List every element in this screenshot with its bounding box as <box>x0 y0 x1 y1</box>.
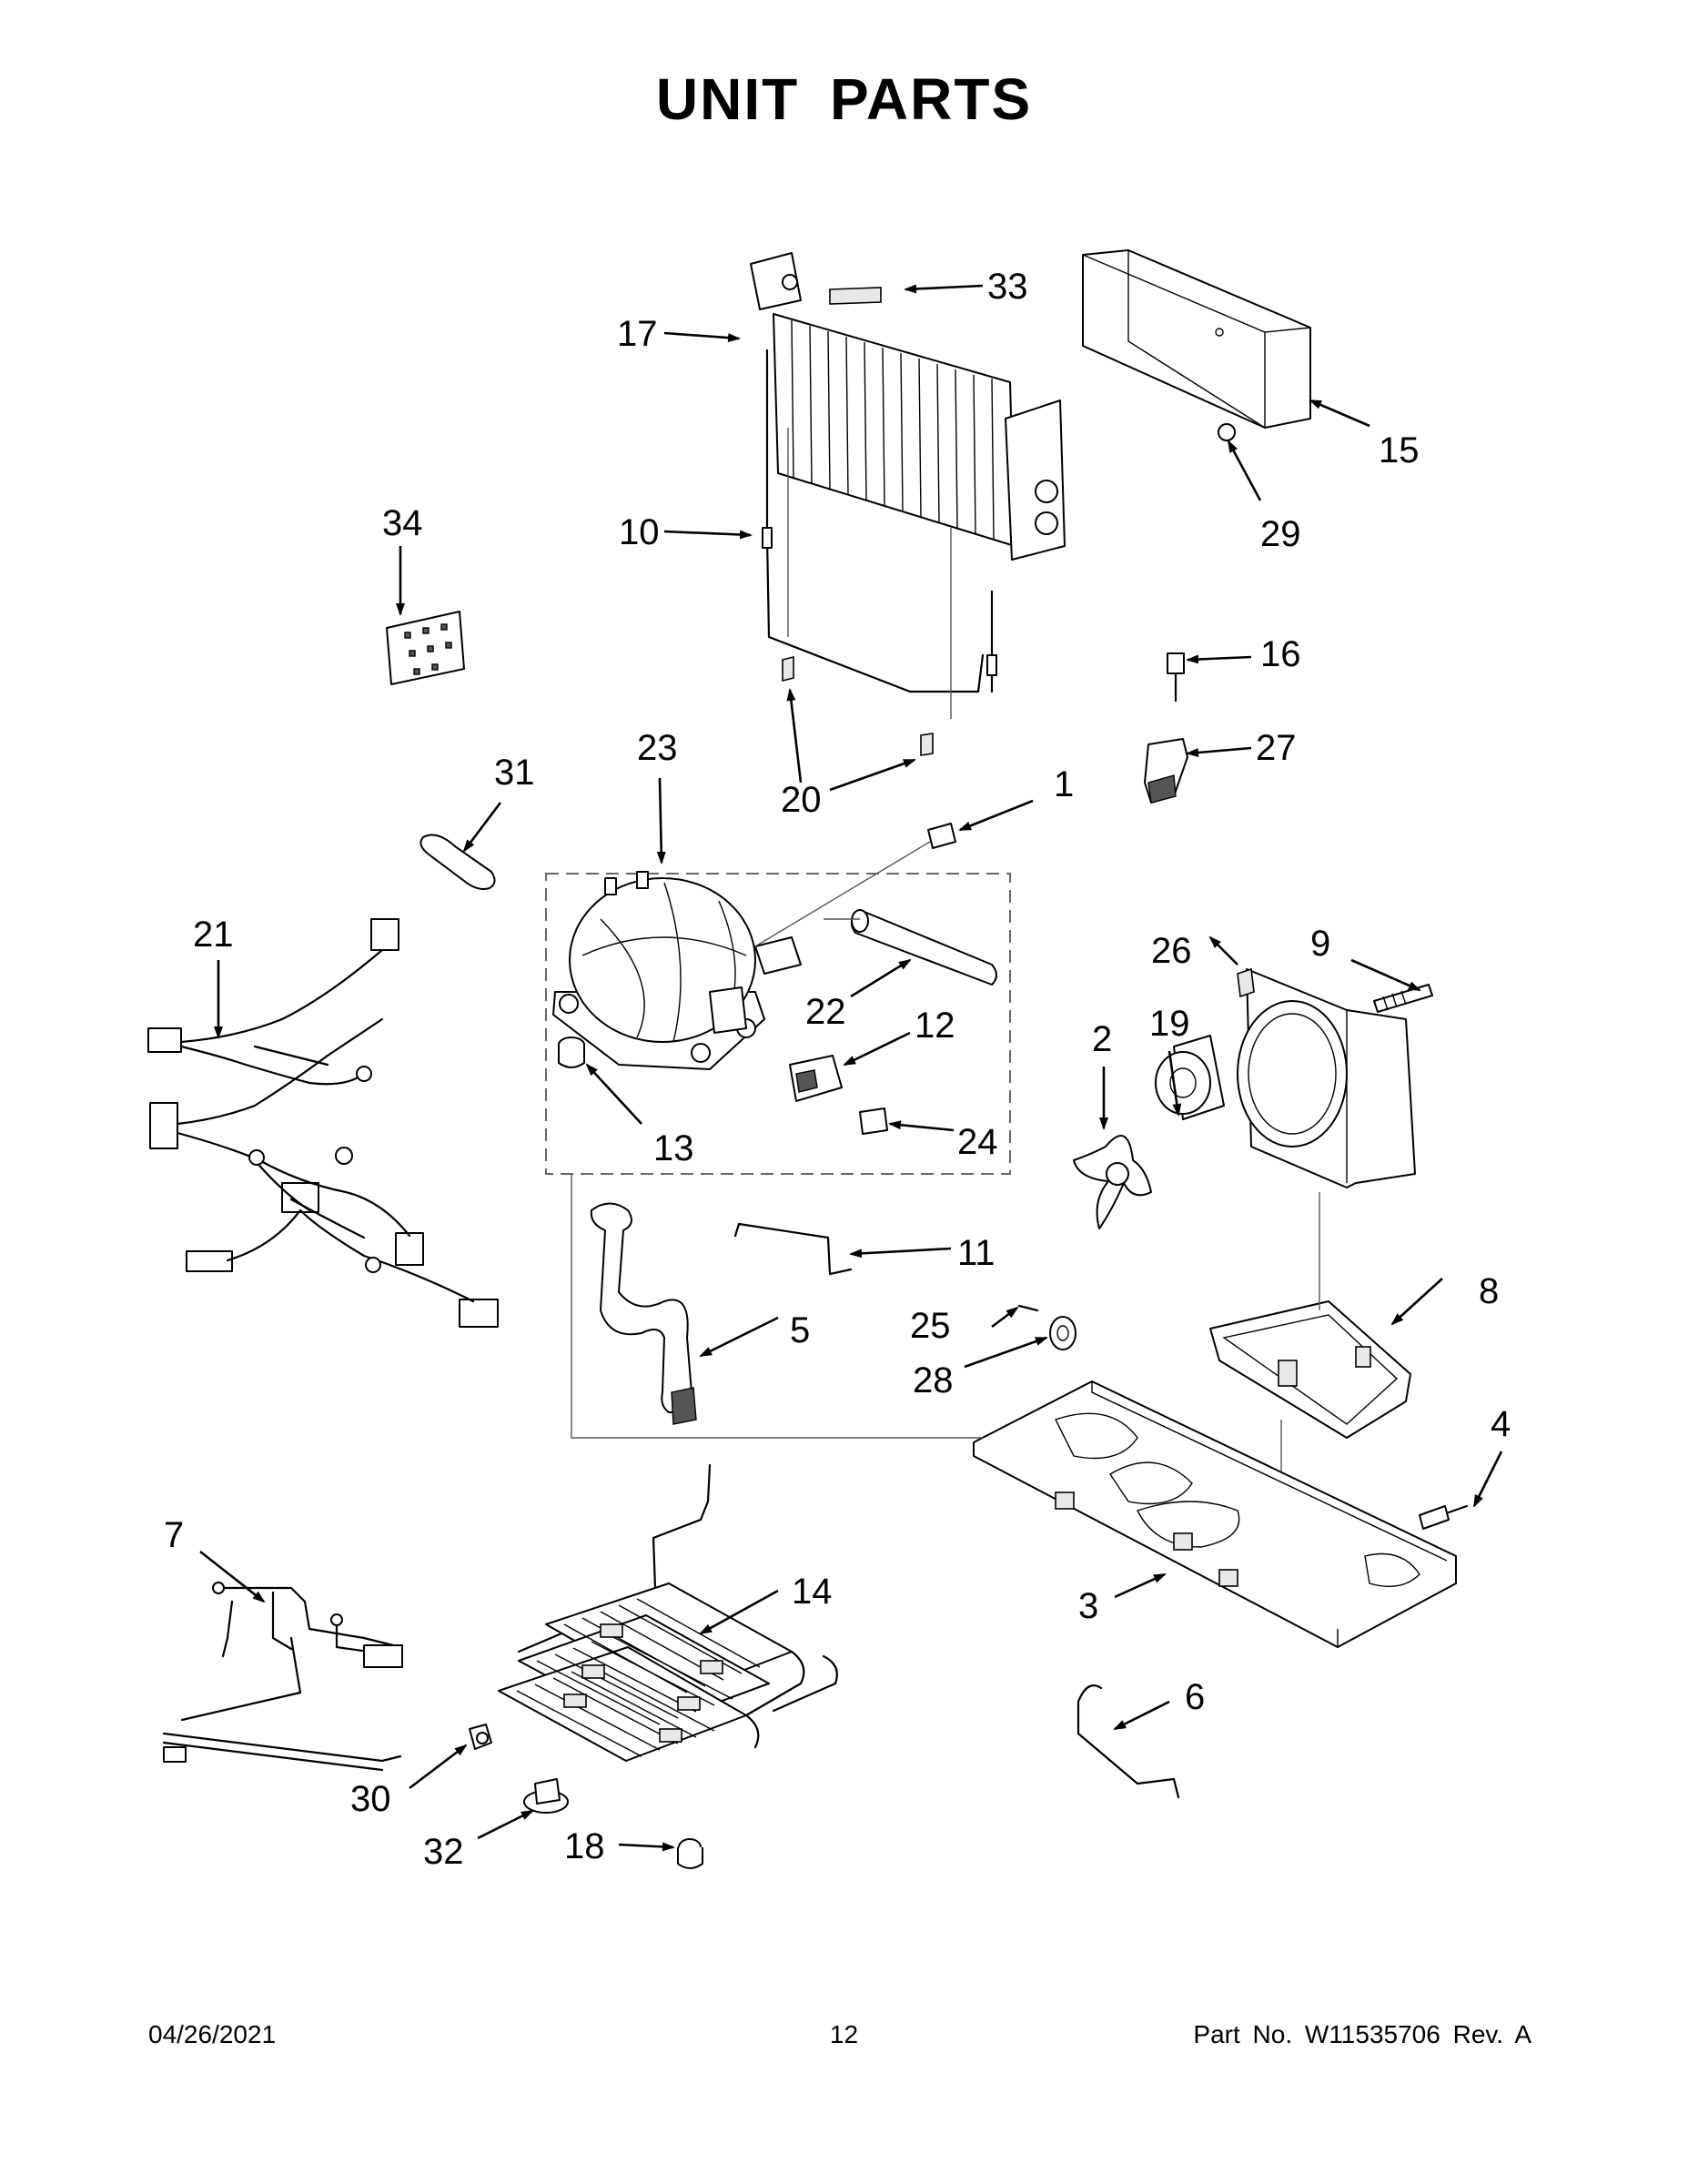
callout-15: 15 <box>1379 430 1420 470</box>
part-25-pin <box>1017 1304 1039 1312</box>
callout-30: 30 <box>350 1779 391 1819</box>
callout-29: 29 <box>1260 514 1301 554</box>
callout-8: 8 <box>1479 1271 1499 1311</box>
part-31-strap <box>419 834 496 890</box>
callout-18: 18 <box>564 1826 605 1866</box>
callout-22: 22 <box>805 992 846 1032</box>
part-13-grommet <box>558 1036 585 1068</box>
part-12-relay <box>789 1055 843 1102</box>
part-2-fan-blade <box>1073 1135 1152 1229</box>
part-30-clip <box>469 1724 492 1750</box>
callout-27: 27 <box>1256 728 1297 768</box>
callout-4: 4 <box>1491 1404 1511 1444</box>
part-24-overload <box>859 1107 888 1135</box>
part-23-compressor <box>552 871 802 1070</box>
callout-3: 3 <box>1078 1586 1098 1626</box>
callout-17: 17 <box>617 314 658 354</box>
callout-arrows <box>199 284 1503 1852</box>
part-32-thermostat <box>523 1778 569 1814</box>
footer-part-number: Part No. W11535706 Rev. A <box>1193 2020 1531 2048</box>
part-15-duct <box>1082 249 1311 441</box>
part-34-board <box>386 611 465 685</box>
footer-page-number: 12 <box>829 2020 859 2048</box>
part-10-20-heater <box>762 349 997 756</box>
part-3-base <box>973 1380 1457 1649</box>
part-4-screw <box>1419 1504 1469 1530</box>
callout-11: 11 <box>957 1233 996 1273</box>
callout-32: 32 <box>423 1832 464 1872</box>
callout-16: 16 <box>1260 634 1301 674</box>
callout-34: 34 <box>382 503 423 543</box>
callout-2: 2 <box>1092 1019 1112 1059</box>
part-7-harness <box>162 1582 403 1772</box>
callout-31: 31 <box>494 753 535 793</box>
callout-33: 33 <box>987 267 1028 307</box>
part-17-evaporator-coil <box>750 252 1066 561</box>
callout-13: 13 <box>653 1128 694 1168</box>
part-1-fitting <box>754 823 956 947</box>
callout-6: 6 <box>1185 1677 1205 1717</box>
assembly-leader <box>571 1174 983 1439</box>
part-11-wire-clip <box>733 1222 853 1276</box>
part-8-tray <box>1209 1300 1411 1439</box>
callout-28: 28 <box>913 1360 954 1400</box>
part-16-27-bracket <box>1144 652 1188 804</box>
callout-25: 25 <box>910 1306 951 1346</box>
callout-5: 5 <box>790 1310 810 1350</box>
callout-14: 14 <box>792 1572 833 1612</box>
part-33-label <box>829 287 882 305</box>
callout-19: 19 <box>1149 1004 1190 1044</box>
callout-10: 10 <box>619 512 660 552</box>
callout-24: 24 <box>957 1122 998 1162</box>
callout-labels: 33 17 15 29 34 10 16 27 20 1 23 31 21 22… <box>164 267 1511 1872</box>
callout-1: 1 <box>1054 764 1074 804</box>
callout-9: 9 <box>1310 924 1330 964</box>
callout-12: 12 <box>915 1006 955 1046</box>
part-28-grommet <box>1049 1316 1076 1350</box>
part-21-harness <box>147 918 499 1328</box>
part-6-tube <box>1076 1684 1180 1799</box>
part-18-sleeve <box>677 1838 703 1869</box>
callout-26: 26 <box>1151 931 1192 971</box>
page-title: UNIT PARTS <box>655 66 1033 132</box>
part-29-clip <box>1218 423 1236 441</box>
part-23-compressor-group-box <box>545 873 1011 1175</box>
part-5-drain-tube <box>590 1202 697 1425</box>
part-19-fan-motor <box>1155 1035 1225 1120</box>
part-22-drier <box>824 909 997 986</box>
callout-20: 20 <box>781 780 822 820</box>
callout-7: 7 <box>164 1515 184 1555</box>
part-9-screw <box>1373 984 1433 1013</box>
part-14-condenser <box>498 1463 838 1762</box>
callout-23: 23 <box>637 728 678 768</box>
callout-21: 21 <box>193 915 234 955</box>
part-26-fan-shroud <box>1237 967 1416 1188</box>
footer-date: 04/26/2021 <box>148 2020 277 2048</box>
